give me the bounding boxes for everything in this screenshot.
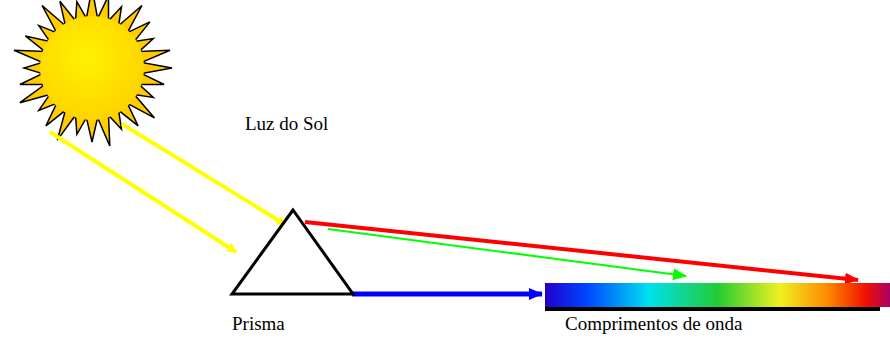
red-ray: [305, 222, 858, 280]
sunlight-ray: [122, 124, 286, 225]
spectrum-label: Comprimentos de onda: [565, 313, 742, 336]
sun-label: Luz do Sol: [245, 113, 328, 136]
prism-shape: [232, 210, 353, 294]
green-ray: [328, 229, 686, 276]
spectrum-baseline: [545, 307, 880, 311]
sun-icon: [14, 0, 172, 146]
spectrum-bar: [545, 283, 890, 307]
sun-disc: [40, 16, 144, 120]
prism-label: Prisma: [232, 313, 285, 336]
sun-rays: [14, 0, 172, 146]
blue-ray: [352, 292, 542, 297]
sunlight-ray: [50, 132, 236, 252]
